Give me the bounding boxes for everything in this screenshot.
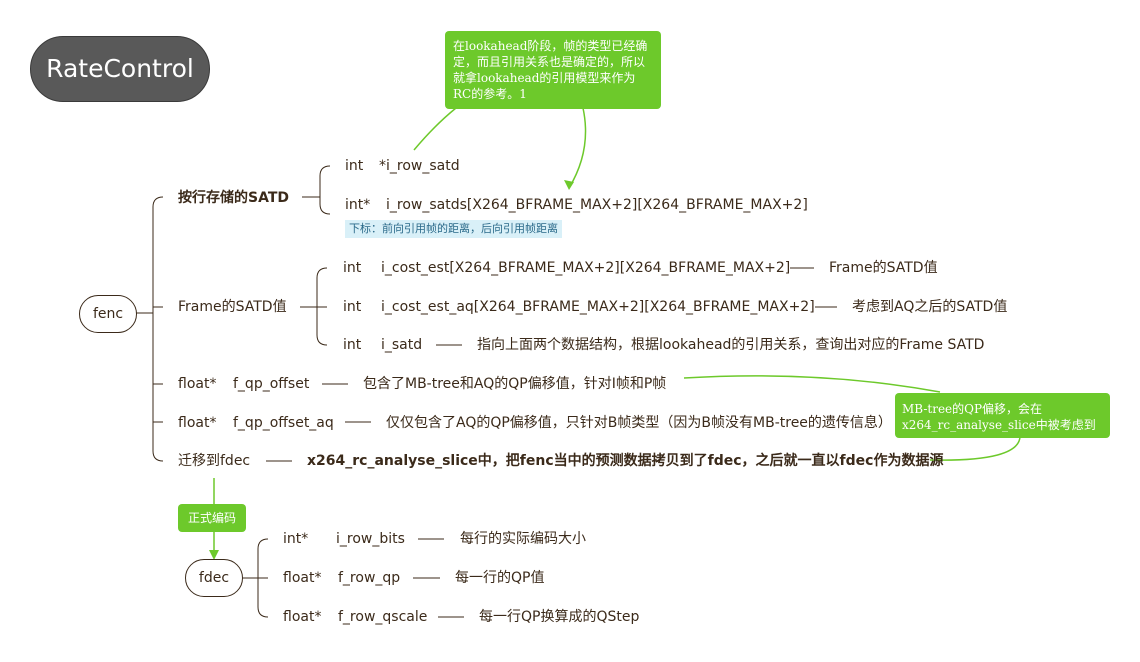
root-node[interactable]: RateControl: [30, 36, 210, 102]
fdec-desc-1: 每一行的QP值: [455, 570, 545, 586]
frame-satd-type-1: int: [343, 299, 362, 315]
fdec-field-0[interactable]: i_row_bits: [336, 531, 405, 547]
row-satd-branch[interactable]: 按行存储的SATD: [178, 190, 290, 206]
fenc-node[interactable]: fenc: [79, 295, 137, 333]
fdec-desc-0: 每行的实际编码大小: [460, 531, 586, 547]
qp-offset-type: float*: [178, 376, 217, 392]
mbtree-note: MB-tree的QP偏移，会在x264_rc_analyse_slice中被考虑…: [895, 393, 1110, 438]
frame-satd-desc-2: 指向上面两个数据结构，根据lookahead的引用关系，查询出对应的Frame …: [477, 337, 985, 353]
frame-satd-desc-0: Frame的SATD值: [829, 260, 938, 276]
qp-offset-desc: 包含了MB-tree和AQ的QP偏移值，针对I帧和P帧: [363, 376, 667, 392]
frame-satd-type-0: int: [343, 260, 362, 276]
fdec-node[interactable]: fdec: [185, 559, 243, 597]
frame-satd-type-2: int: [343, 337, 362, 353]
frame-satd-field-0[interactable]: i_cost_est[X264_BFRAME_MAX+2][X264_BFRAM…: [381, 260, 791, 276]
qp-offset-aq-type: float*: [178, 415, 217, 431]
qp-offset-field[interactable]: f_qp_offset: [233, 376, 310, 392]
fdec-type-1: float*: [283, 570, 322, 586]
fdec-type-2: float*: [283, 609, 322, 625]
qp-offset-aq-field[interactable]: f_qp_offset_aq: [233, 415, 334, 431]
formal-encode-tag: 正式编码: [178, 504, 246, 532]
fdec-field-1[interactable]: f_row_qp: [338, 570, 401, 586]
row-satd-field-1[interactable]: i_row_satds[X264_BFRAME_MAX+2][X264_BFRA…: [386, 197, 808, 213]
row-satd-type-1: int*: [345, 197, 371, 213]
row-satd-type-0: int: [345, 158, 364, 174]
fdec-type-0: int*: [283, 531, 309, 547]
migrate-branch[interactable]: 迁移到fdec: [178, 453, 251, 469]
migrate-desc: x264_rc_analyse_slice中，把fenc当中的预测数据拷贝到了f…: [307, 453, 944, 469]
qp-offset-aq-desc: 仅仅包含了AQ的QP偏移值，只针对B帧类型（因为B帧没有MB-tree的遗传信息…: [386, 415, 892, 431]
fdec-desc-2: 每一行QP换算成的QStep: [479, 609, 640, 625]
fdec-field-2[interactable]: f_row_qscale: [338, 609, 428, 625]
index-label-note: 下标：前向引用帧的距离，后向引用帧距离: [345, 220, 562, 238]
frame-satd-branch[interactable]: Frame的SATD值: [178, 299, 287, 315]
lookahead-note: 在lookahead阶段，帧的类型已经确定，而且引用关系也是确定的，所以就拿lo…: [445, 31, 661, 109]
row-satd-field-0[interactable]: *i_row_satd: [379, 158, 460, 174]
frame-satd-field-2[interactable]: i_satd: [381, 337, 423, 353]
frame-satd-desc-1: 考虑到AQ之后的SATD值: [852, 299, 1008, 315]
frame-satd-field-1[interactable]: i_cost_est_aq[X264_BFRAME_MAX+2][X264_BF…: [381, 299, 815, 315]
